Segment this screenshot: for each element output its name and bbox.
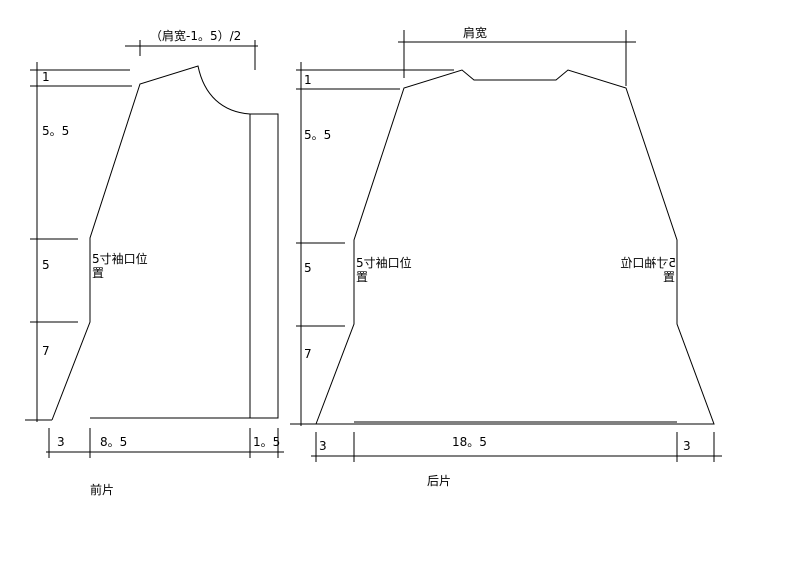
back-piece (290, 30, 722, 462)
back-armhole-note-right-group: 5寸袖口位 (620, 255, 676, 270)
front-piece-caption: 前片 (90, 482, 114, 497)
back-armhole-note-right-cont: 置 (663, 270, 675, 284)
front-placket-band (250, 113, 279, 419)
back-dim-top-label: 1 (304, 73, 312, 87)
front-bottom-right-label: 1。5 (253, 435, 280, 449)
front-piece-outline (51, 65, 251, 421)
back-dim-mid-label: 5 (304, 261, 312, 275)
back-armhole-note-left-cont: 置 (356, 270, 368, 284)
front-armhole-note-cont: 置 (92, 266, 104, 280)
back-bottom-main-label: 18。5 (452, 435, 487, 449)
back-piece-outline (315, 69, 715, 425)
front-bottom-left-label: 3 (57, 435, 65, 449)
back-piece-caption: 后片 (427, 474, 451, 488)
back-dim-lower-label: 7 (304, 347, 312, 361)
front-piece (25, 40, 284, 458)
front-dim-lower-label: 7 (42, 344, 50, 358)
front-shoulder-dim-label: （肩宽-1。5）/2 (150, 28, 241, 43)
front-dim-upper-label: 5。5 (42, 124, 69, 138)
back-shoulder-dim-label: 肩宽 (463, 25, 487, 40)
front-dim-mid-label: 5 (42, 258, 50, 272)
back-bottom-left-label: 3 (319, 439, 327, 453)
front-armhole-note: 5寸袖口位 (92, 251, 148, 266)
back-dim-upper-label: 5。5 (304, 128, 331, 142)
back-bottom-right-label: 3 (683, 439, 691, 453)
back-armhole-note-right: 5寸袖口位 (620, 255, 676, 270)
front-dim-top-label: 1 (42, 70, 50, 84)
front-bottom-main-label: 8。5 (100, 435, 127, 449)
back-armhole-note-left: 5寸袖口位 (356, 255, 412, 270)
